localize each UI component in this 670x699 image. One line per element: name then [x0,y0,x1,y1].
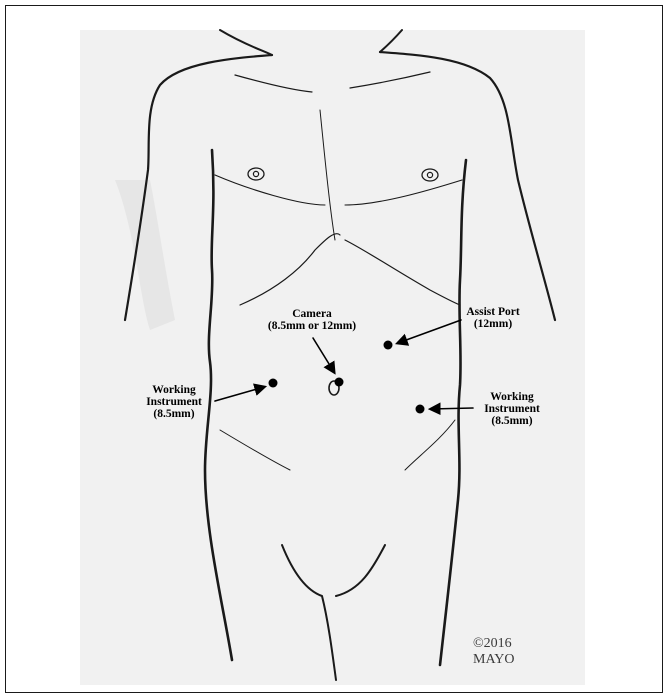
working-right-port-marker [416,405,425,414]
right-rib-arc [345,240,460,305]
right-nipple-icon [422,169,438,181]
left-nipple-icon [248,168,264,180]
right-pectoral-line [345,180,462,205]
working-right-arrow [431,408,473,409]
right-torso-outline [440,160,466,665]
working-left-label: Working Instrument (8.5mm) [138,384,210,420]
assist-port-label: Assist Port (12mm) [452,306,534,330]
working-left-port-marker [269,379,278,388]
right-groin-line [336,545,385,596]
arm-shading [115,180,175,330]
copyright-notice: ©2016 MAYO [473,636,543,668]
left-clavicle-line [235,75,312,92]
working-right-label: Working Instrument (8.5mm) [474,391,550,427]
right-clavicle-line [350,72,430,88]
left-rib-arc [240,234,340,305]
left-iliac-line [220,430,290,470]
assist-port-marker [384,341,393,350]
sternum-line [320,110,335,240]
left-pectoral-line [215,175,325,205]
camera-arrow [313,338,334,372]
right-shoulder-arm-outline [380,52,555,320]
left-groin-line [282,545,336,680]
neck-left-line [220,30,272,55]
working-left-arrow [215,387,264,401]
neck-right-line [380,30,402,52]
right-iliac-line [405,420,455,470]
camera-port-marker [335,378,344,387]
camera-port-label: Camera (8.5mm or 12mm) [262,308,362,332]
